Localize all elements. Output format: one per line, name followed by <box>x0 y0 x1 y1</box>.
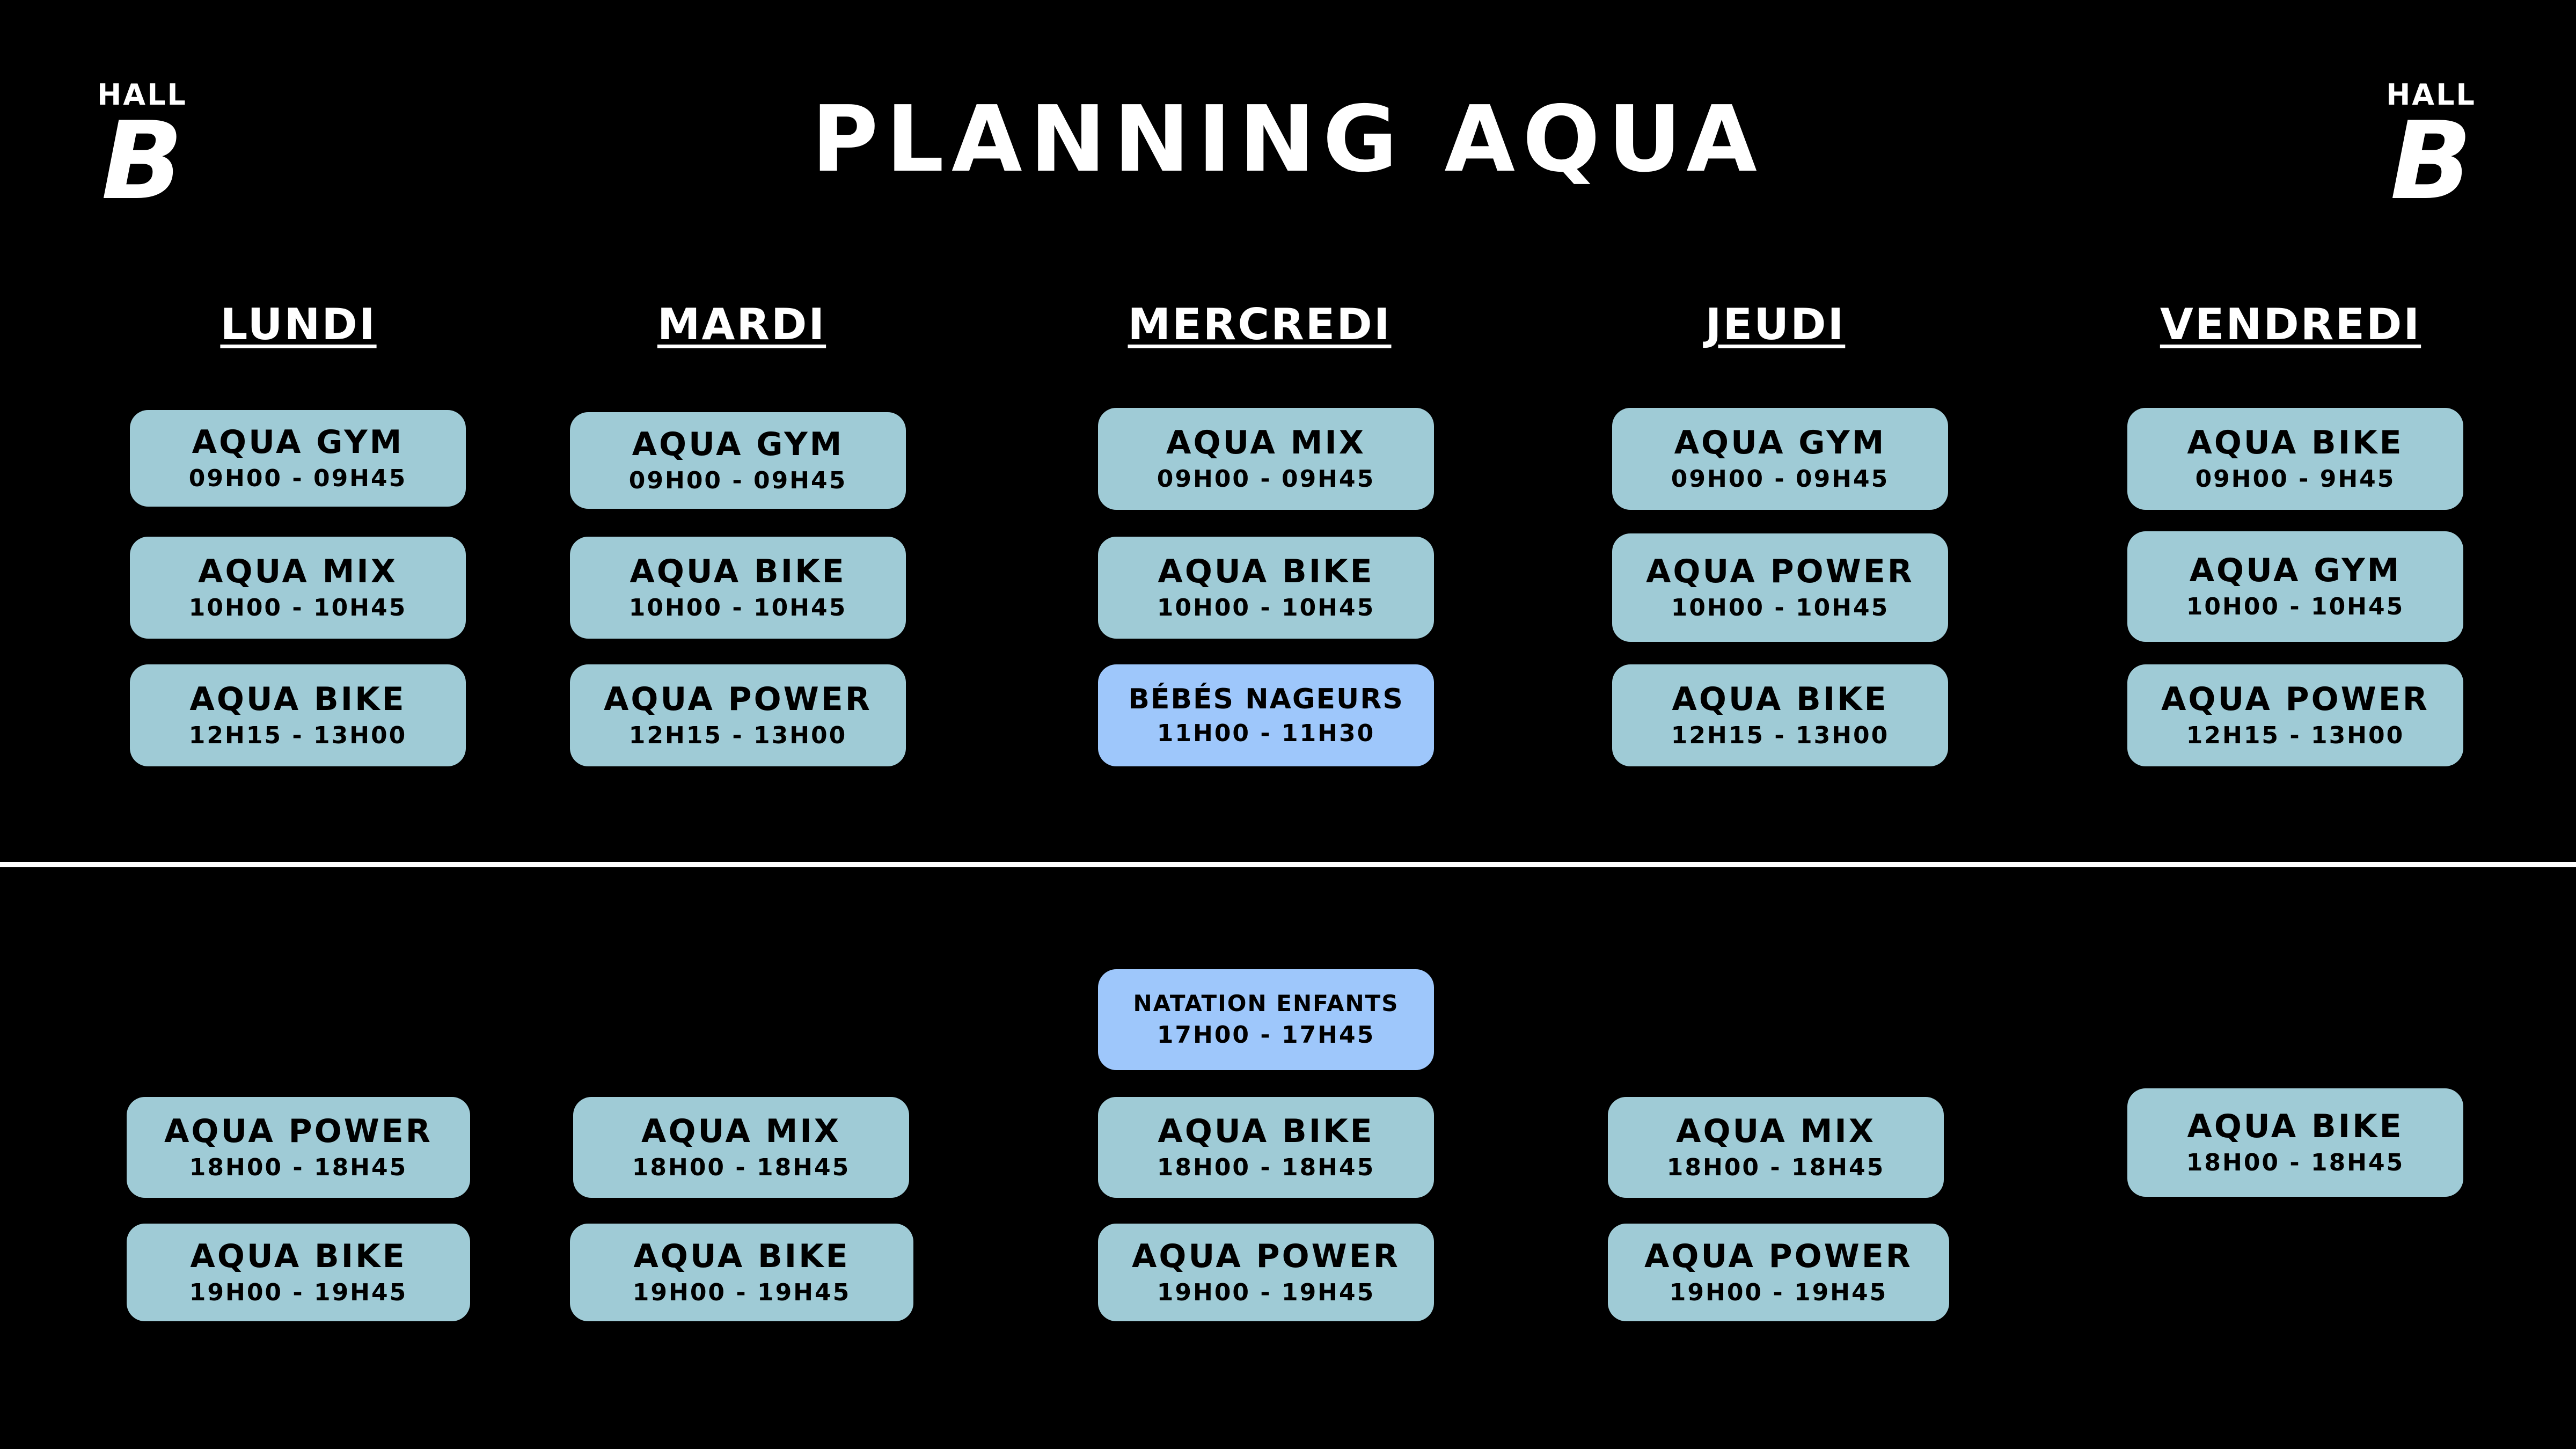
class-name: AQUA POWER <box>1132 1238 1400 1275</box>
class-name: AQUA BIKE <box>633 1238 850 1275</box>
class-card: AQUA GYM 09H00 - 09H45 <box>570 412 906 509</box>
class-time: 10H00 - 10H45 <box>188 594 407 621</box>
class-card: AQUA GYM 09H00 - 09H45 <box>130 410 466 507</box>
class-name: AQUA POWER <box>1644 1238 1913 1275</box>
class-time: 19H00 - 19H45 <box>632 1279 851 1306</box>
divider <box>0 862 2576 867</box>
class-card-kids: NATATION ENFANTS 17H00 - 17H45 <box>1098 969 1434 1070</box>
class-card: AQUA POWER 18H00 - 18H45 <box>127 1097 470 1198</box>
class-card: AQUA BIKE 10H00 - 10H45 <box>570 537 906 639</box>
class-time: 19H00 - 19H45 <box>1669 1279 1888 1306</box>
class-name: AQUA BIKE <box>189 680 406 718</box>
class-card: AQUA BIKE 19H00 - 19H45 <box>570 1224 913 1321</box>
class-time: 18H00 - 18H45 <box>189 1154 408 1181</box>
class-card: AQUA POWER 12H15 - 13H00 <box>570 664 906 766</box>
class-time: 09H00 - 09H45 <box>188 465 407 492</box>
class-time: 12H15 - 13H00 <box>188 722 407 749</box>
class-name: AQUA BIKE <box>2187 1108 2404 1145</box>
class-card: AQUA BIKE 18H00 - 18H45 <box>2127 1088 2463 1197</box>
logo-letter: B <box>2390 99 2472 224</box>
class-name: AQUA GYM <box>192 423 404 461</box>
class-name: AQUA BIKE <box>1158 1113 1374 1150</box>
class-time: 09H00 - 9H45 <box>2195 465 2396 493</box>
class-card: AQUA GYM 09H00 - 09H45 <box>1612 408 1948 510</box>
class-name: AQUA POWER <box>2161 680 2429 718</box>
class-name: AQUA MIX <box>641 1113 841 1150</box>
class-name: AQUA BIKE <box>1672 680 1889 718</box>
hall-b-logo-left: HALL B <box>83 78 201 224</box>
page-title: PLANNING AQUA <box>811 86 1765 193</box>
class-name: AQUA GYM <box>2189 552 2402 589</box>
class-time: 12H15 - 13H00 <box>2186 722 2405 749</box>
class-time: 11H00 - 11H30 <box>1157 720 1375 747</box>
class-time: 19H00 - 19H45 <box>1157 1279 1375 1306</box>
class-name: AQUA POWER <box>1646 553 1914 590</box>
class-card: AQUA BIKE 12H15 - 13H00 <box>1612 664 1948 766</box>
class-name: NATATION ENFANTS <box>1133 990 1399 1016</box>
class-name: AQUA BIKE <box>1158 553 1374 590</box>
class-name: AQUA GYM <box>632 426 844 463</box>
class-time: 09H00 - 09H45 <box>1157 465 1375 493</box>
class-name: AQUA BIKE <box>190 1238 407 1275</box>
class-time: 09H00 - 09H45 <box>628 467 847 494</box>
logo-hall-text: HALL <box>97 78 187 112</box>
class-time: 10H00 - 10H45 <box>1671 594 1890 621</box>
class-name: AQUA POWER <box>604 680 872 718</box>
class-time: 10H00 - 10H45 <box>1157 594 1375 621</box>
class-card: AQUA MIX 18H00 - 18H45 <box>573 1097 909 1198</box>
class-name: AQUA GYM <box>1674 424 1886 462</box>
class-time: 18H00 - 18H45 <box>632 1154 851 1181</box>
class-card: AQUA MIX 09H00 - 09H45 <box>1098 408 1434 510</box>
day-header-mercredi: MERCREDI <box>1128 299 1392 349</box>
class-card: AQUA BIKE 09H00 - 9H45 <box>2127 408 2463 510</box>
class-card: AQUA BIKE 10H00 - 10H45 <box>1098 537 1434 639</box>
class-card: AQUA MIX 10H00 - 10H45 <box>130 537 466 639</box>
day-header-lundi: LUNDI <box>220 299 377 349</box>
class-time: 17H00 - 17H45 <box>1157 1021 1375 1049</box>
class-time: 19H00 - 19H45 <box>189 1279 408 1306</box>
class-name: AQUA BIKE <box>2187 424 2404 462</box>
logo-letter: B <box>101 99 184 224</box>
class-card: AQUA POWER 19H00 - 19H45 <box>1098 1224 1434 1321</box>
class-card: AQUA BIKE 18H00 - 18H45 <box>1098 1097 1434 1198</box>
class-name: BÉBÉS NAGEURS <box>1128 683 1404 715</box>
class-time: 12H15 - 13H00 <box>1671 722 1890 749</box>
class-card-kids: BÉBÉS NAGEURS 11H00 - 11H30 <box>1098 664 1434 766</box>
class-card: AQUA BIKE 12H15 - 13H00 <box>130 664 466 766</box>
class-card: AQUA GYM 10H00 - 10H45 <box>2127 531 2463 642</box>
class-card: AQUA POWER 12H15 - 13H00 <box>2127 664 2463 766</box>
class-name: AQUA POWER <box>164 1113 433 1150</box>
class-card: AQUA POWER 10H00 - 10H45 <box>1612 533 1948 642</box>
logo-hall-text: HALL <box>2386 78 2476 112</box>
class-name: AQUA MIX <box>198 553 398 590</box>
class-time: 10H00 - 10H45 <box>628 594 847 621</box>
day-header-mardi: MARDI <box>657 299 826 349</box>
class-card: AQUA BIKE 19H00 - 19H45 <box>127 1224 470 1321</box>
day-header-jeudi: JEUDI <box>1705 299 1846 349</box>
class-time: 18H00 - 18H45 <box>2186 1149 2405 1176</box>
class-card: AQUA POWER 19H00 - 19H45 <box>1608 1224 1949 1321</box>
class-name: AQUA MIX <box>1676 1113 1876 1150</box>
class-time: 09H00 - 09H45 <box>1671 465 1890 493</box>
class-time: 18H00 - 18H45 <box>1157 1154 1375 1181</box>
class-card: AQUA MIX 18H00 - 18H45 <box>1608 1097 1944 1198</box>
class-time: 10H00 - 10H45 <box>2186 593 2405 620</box>
day-header-vendredi: VENDREDI <box>2160 299 2421 349</box>
class-name: AQUA MIX <box>1166 424 1366 462</box>
hall-b-logo-right: HALL B <box>2372 78 2490 224</box>
class-time: 12H15 - 13H00 <box>628 722 847 749</box>
class-name: AQUA BIKE <box>630 553 846 590</box>
class-time: 18H00 - 18H45 <box>1666 1154 1885 1181</box>
